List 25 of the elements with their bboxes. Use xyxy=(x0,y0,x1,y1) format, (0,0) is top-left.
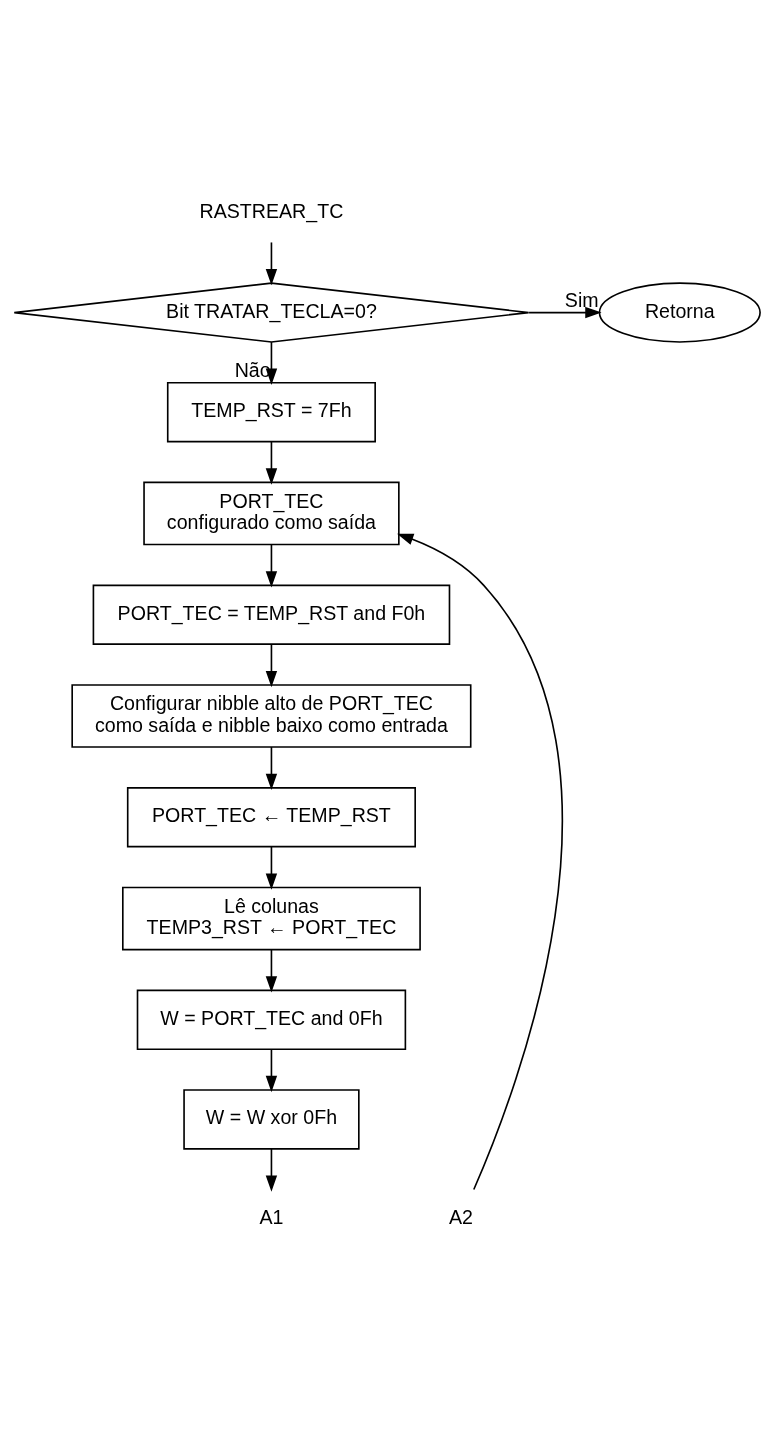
node-box: PORT_TEC = TEMP_RST and F0h xyxy=(92,584,451,645)
node-text: A2 xyxy=(448,1206,473,1229)
node-box: PORT_TEC ← TEMP_RST xyxy=(126,787,416,848)
arrow xyxy=(528,306,602,319)
arrow xyxy=(265,440,278,485)
arrow xyxy=(265,241,278,286)
node-box: Lê colunas TEMP3_RST ← PORT_TEC xyxy=(122,886,421,951)
arrow xyxy=(265,1148,278,1192)
arrow xyxy=(265,845,278,890)
arrow xyxy=(265,746,278,791)
node-box: W = W xor 0Fh xyxy=(183,1089,360,1150)
node-box: TEMP_RST = 7Fh xyxy=(166,382,376,443)
node-text: RASTREAR_TC xyxy=(199,200,344,222)
node-box: PORT_TEC configurado como saída xyxy=(143,481,400,546)
arrow xyxy=(265,948,278,993)
node-box: W = PORT_TEC and 0Fh xyxy=(136,989,407,1050)
node-ellipse: Retorna xyxy=(598,282,761,343)
arrow xyxy=(265,543,278,588)
node-box: Configurar nibble alto de PORT_TEC como saída e nibble baixo como entrada xyxy=(71,684,472,748)
node-text: A1 xyxy=(259,1206,284,1229)
node-diamond: Bit TRATAR_TECLA=0? xyxy=(13,282,530,343)
edge-label: Sim xyxy=(564,289,599,312)
arrow xyxy=(265,643,278,688)
arrow xyxy=(265,1048,278,1093)
arrow xyxy=(397,533,563,1191)
